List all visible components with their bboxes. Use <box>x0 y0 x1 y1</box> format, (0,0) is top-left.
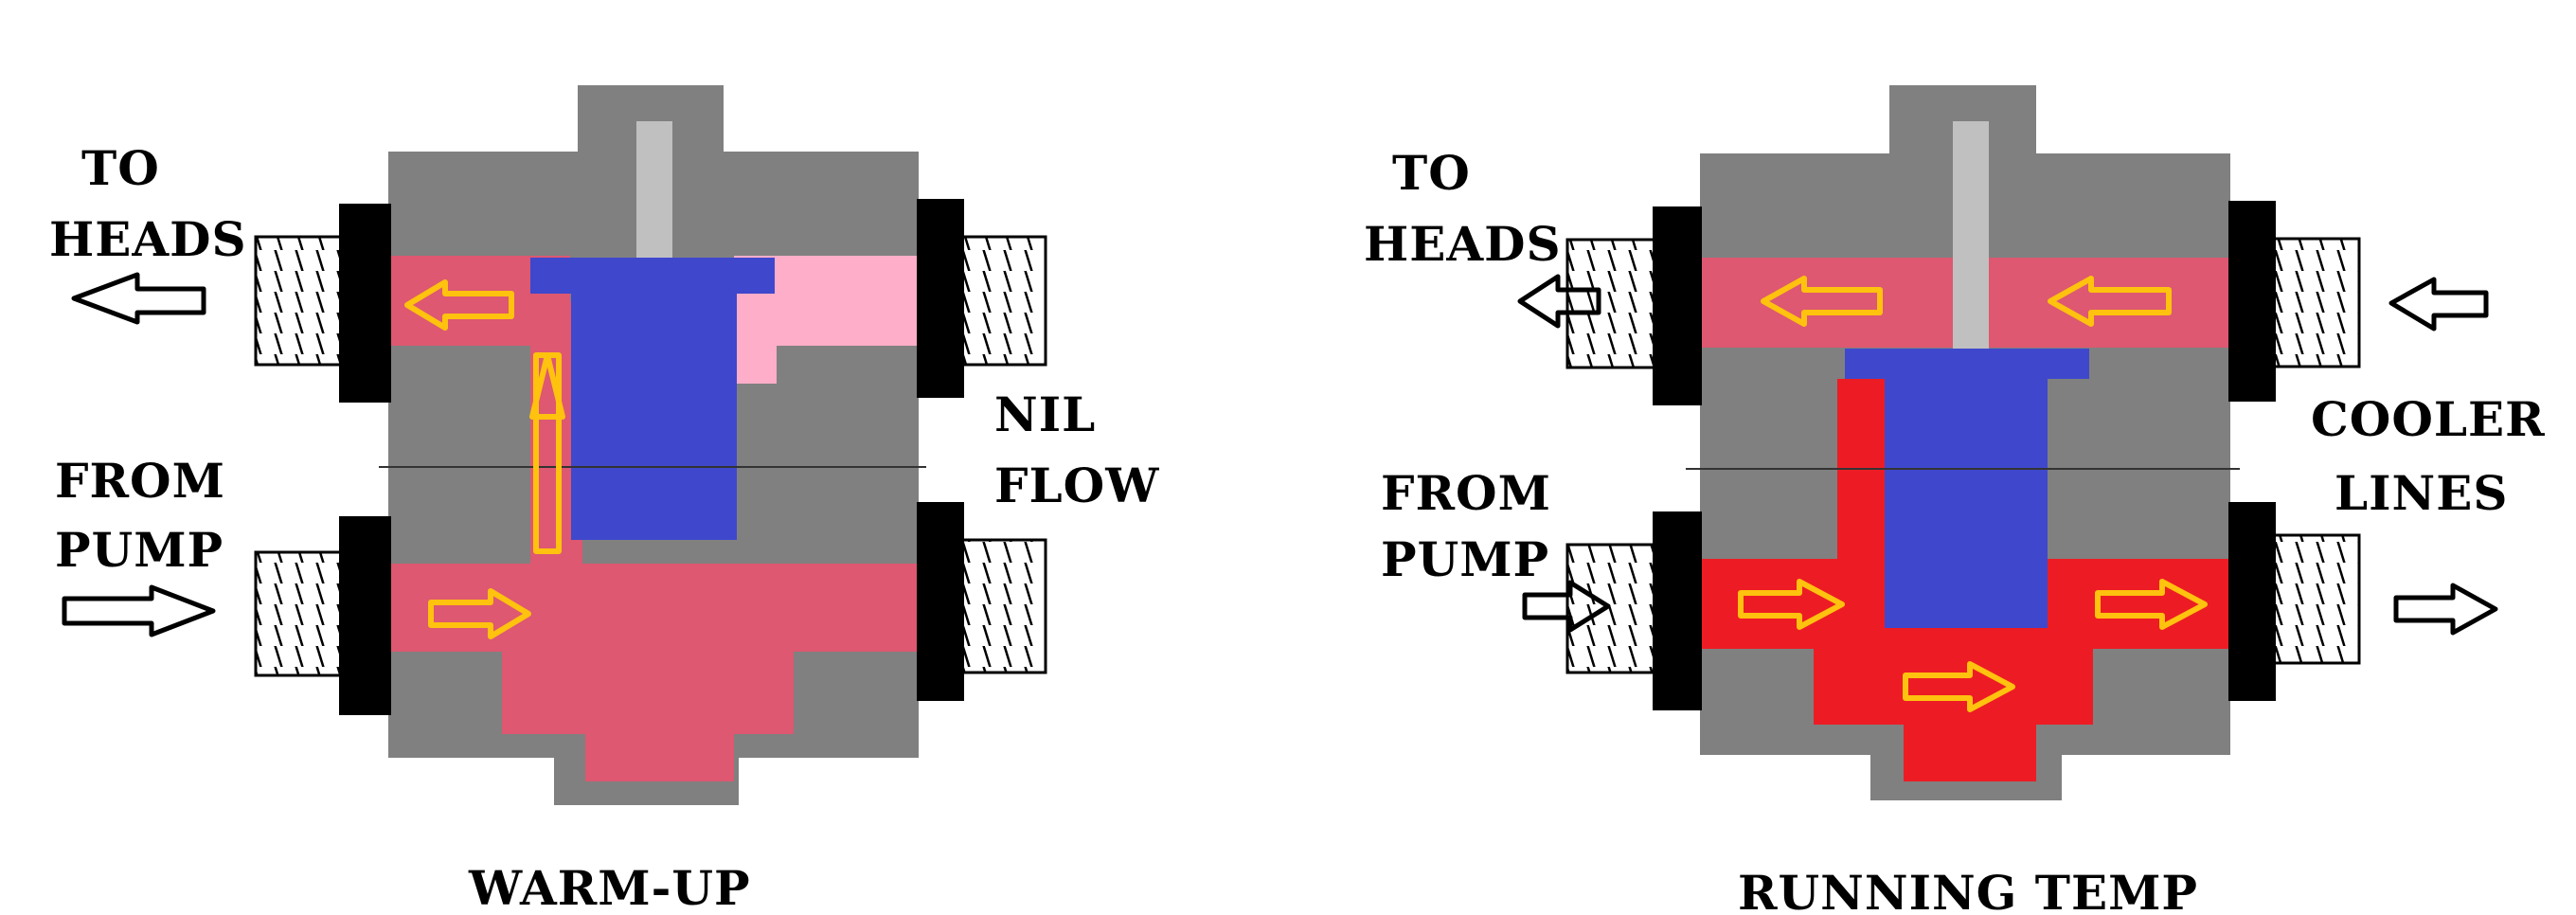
running-label-to: TO <box>1392 145 1471 201</box>
running-label-heads: HEADS <box>1364 216 1562 272</box>
warmup-flow-arrow-up <box>529 352 565 554</box>
running-flow-arrow-upper-2 <box>2048 276 2172 327</box>
warmup-label-nil: NIL <box>994 386 1096 442</box>
running-fitting-top-right-thread <box>2272 237 2361 368</box>
warmup-label-from: FROM <box>55 453 225 509</box>
warmup-flow-arrow-right <box>428 588 531 639</box>
warmup-fitting-top-left-nut <box>339 204 391 403</box>
warmup-label-pump: PUMP <box>55 522 224 578</box>
running-flow-arrow-lower-2 <box>2095 579 2208 630</box>
warmup-flow-arrow-left <box>404 279 514 331</box>
running-label-cooler: COOLER <box>2311 391 2546 447</box>
warmup-fitting-bottom-left-nut <box>339 516 391 715</box>
running-arrow-from-pump <box>1522 580 1611 633</box>
running-fitting-bottom-left-thread <box>1565 543 1656 674</box>
running-arrow-cooler-in <box>2388 277 2489 332</box>
warmup-fitting-top-right-thread <box>960 235 1047 367</box>
warmup-arrow-to-heads <box>71 272 206 325</box>
running-flow-arrow-lower-1 <box>1738 579 1845 630</box>
running-stem <box>1953 121 1989 349</box>
warmup-label-heads: HEADS <box>49 211 247 267</box>
running-caption: RUNNING TEMP <box>1738 865 2198 915</box>
warmup-label-to: TO <box>81 140 160 196</box>
running-fitting-top-left-nut <box>1653 206 1702 405</box>
running-piston-flange <box>1845 349 2089 379</box>
running-fitting-top-right-nut <box>2228 201 2276 402</box>
running-piston <box>1885 377 2048 628</box>
warmup-label-flow: FLOW <box>994 458 1159 513</box>
running-fitting-bottom-left-nut <box>1653 511 1702 710</box>
running-valve: TO HEADS FROM PUMP COOLER LINES RUNNING … <box>1364 85 2546 915</box>
running-fitting-bottom-right-thread <box>2272 533 2361 665</box>
warmup-fitting-bottom-right-thread <box>960 538 1047 674</box>
warmup-arrow-from-pump <box>62 584 216 637</box>
warmup-fitting-top-left-thread <box>254 235 343 367</box>
running-arrow-cooler-out <box>2393 583 2498 636</box>
running-label-pump: PUMP <box>1381 531 1549 587</box>
warmup-piston <box>571 284 737 540</box>
warmup-caption: WARM-UP <box>468 860 751 915</box>
running-label-lines: LINES <box>2334 465 2508 521</box>
warmup-nil-flow-channel <box>734 256 917 384</box>
running-label-from: FROM <box>1381 465 1551 521</box>
running-flow-arrow-upper-1 <box>1761 276 1883 327</box>
running-flow-arrow-lower-3 <box>1903 661 2015 712</box>
warmup-valve: TO HEADS FROM PUMP NIL FLOW WARM-UP <box>49 85 1159 915</box>
warmup-stem <box>636 121 672 261</box>
running-fitting-bottom-right-nut <box>2228 502 2276 701</box>
warmup-fitting-top-right-nut <box>917 199 964 398</box>
warmup-fitting-bottom-left-thread <box>254 550 343 677</box>
warmup-fitting-bottom-right-nut <box>917 502 964 701</box>
running-arrow-to-heads <box>1517 274 1601 329</box>
running-fitting-top-left-thread <box>1565 238 1656 369</box>
